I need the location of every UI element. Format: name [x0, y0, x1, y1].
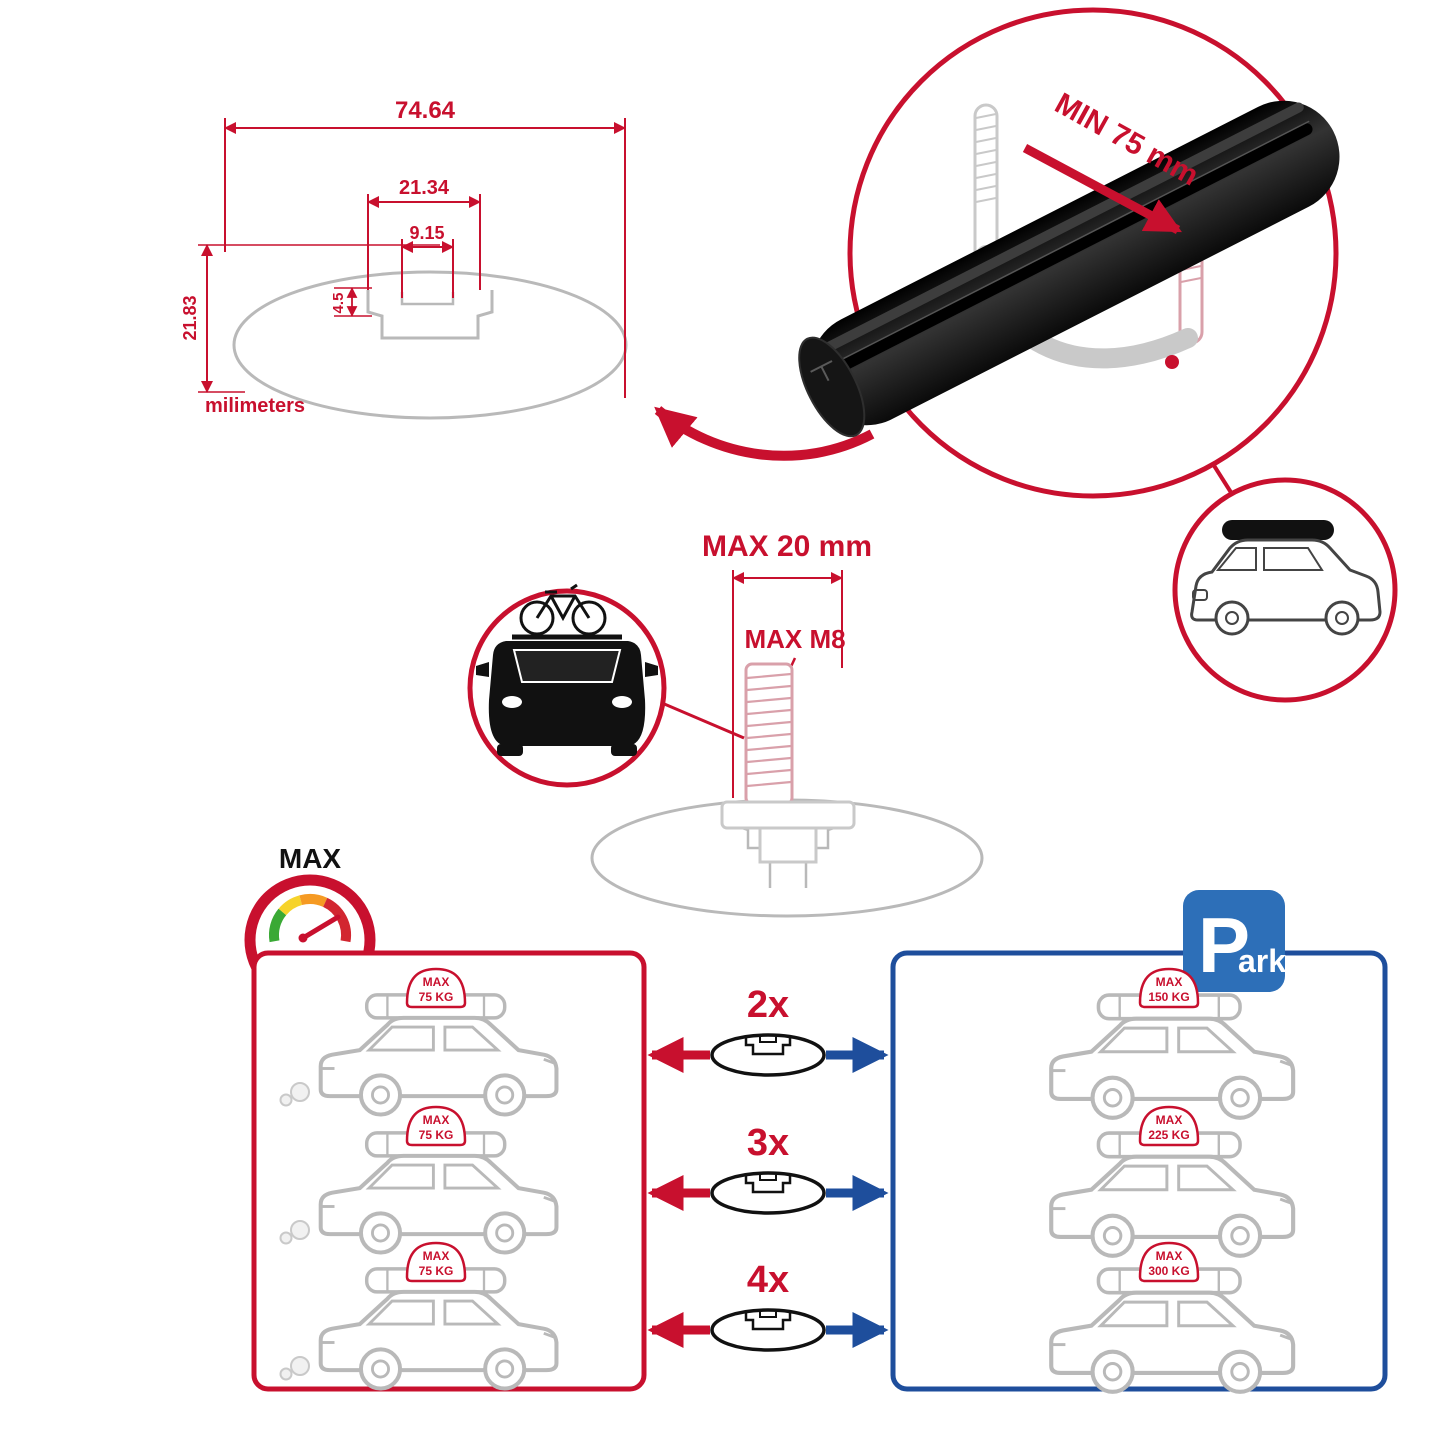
car-row: MAX 150 KG [1051, 967, 1293, 1118]
dim-height: 21.83 [180, 295, 200, 340]
badge-max: MAX [1156, 975, 1183, 989]
badge-max: MAX [1156, 1113, 1183, 1127]
fixing-point-dot [1165, 355, 1179, 369]
driving-cars: MAX 75 KG MAX 75 KG MAX 75 KG [279, 967, 557, 1389]
dimension-lines [198, 118, 626, 398]
car-row: MAX 300 KG [1051, 1241, 1293, 1392]
crossbar-3d-view: MIN 75 mm [798, 7, 1398, 703]
dim-slot-width: 9.15 [409, 223, 444, 243]
circle-connector [1211, 462, 1234, 496]
multiplier-row: 4x [647, 1259, 889, 1352]
crossbar-dimensions-diagram: 74.64 21.34 9.15 4.5 21.83 milimeters [180, 97, 628, 420]
badge-max: MAX [1156, 1249, 1183, 1263]
bike-circle-leader [661, 701, 745, 740]
crossbar-profile-icon [710, 1033, 826, 1077]
car-row: MAX 225 KG [1051, 1105, 1293, 1256]
bolt-max-length-label: MAX 20 mm [702, 530, 872, 563]
bolt-icon [720, 662, 856, 864]
exhaust-smoke-icon [279, 1220, 310, 1245]
multiplier-label: 4x [747, 1259, 789, 1301]
car-row: MAX 75 KG [279, 1241, 557, 1389]
roofbox-badge: MAX 300 KG [1138, 1241, 1200, 1283]
min-span-arrow [1022, 144, 1182, 234]
park-sign-initial: P [1198, 901, 1250, 989]
exhaust-smoke-icon [279, 1356, 310, 1381]
multiplier-label: 3x [747, 1122, 789, 1164]
badge-weight: 75 KG [419, 1128, 454, 1142]
parked-cars: MAX 150 KG MAX 225 KG MAX 300 KG [1051, 967, 1293, 1392]
multiplier-row: 3x [647, 1122, 889, 1215]
roofbox-badge: MAX 75 KG [405, 967, 467, 1009]
badge-max: MAX [423, 1113, 450, 1127]
bolt-max-thread-label: MAX M8 [744, 624, 845, 654]
bike-icon [519, 583, 607, 636]
badge-weight: 225 KG [1148, 1128, 1189, 1142]
dim-total-width: 74.64 [395, 97, 456, 124]
badge-weight: 150 KG [1148, 990, 1189, 1004]
speed-max-label: MAX [279, 843, 342, 874]
exhaust-smoke-icon [279, 1082, 310, 1107]
roofbox-badge: MAX 150 KG [1138, 967, 1200, 1009]
bolt-dimension-lines [732, 570, 843, 798]
gauge-needle [300, 914, 341, 941]
crossbar-profile-icon [710, 1171, 826, 1215]
roofbox-badge: MAX 75 KG [405, 1105, 467, 1147]
roofbox-badge: MAX 75 KG [405, 1241, 467, 1283]
t-channel-profile [366, 290, 494, 340]
crossbar-profile-icon [710, 1308, 826, 1352]
multiplier-rows: 2x 3x 4x [647, 984, 889, 1352]
multiplier-label: 2x [747, 984, 789, 1026]
park-sign-rest: ark [1238, 943, 1286, 979]
badge-max: MAX [423, 1249, 450, 1263]
suv-with-roofbox-icon [1172, 477, 1398, 703]
crossbar-bar [798, 100, 1340, 438]
dim-slot-depth: 4.5 [330, 293, 347, 314]
badge-max: MAX [423, 975, 450, 989]
dim-channel-width: 21.34 [399, 177, 450, 199]
roofbox-badge: MAX 225 KG [1138, 1105, 1200, 1147]
badge-weight: 300 KG [1148, 1264, 1189, 1278]
zoom-arrow [654, 406, 875, 461]
badge-weight: 75 KG [419, 1264, 454, 1278]
bolt-spec: MAX 20 mm MAX M8 [467, 530, 984, 918]
unit-label: milimeters [205, 395, 305, 417]
badge-weight: 75 KG [419, 990, 454, 1004]
park-sign: P ark [1183, 890, 1286, 992]
car-row: MAX 75 KG [279, 967, 557, 1115]
multiplier-row: 2x [647, 984, 889, 1077]
car-with-bike-icon [467, 583, 667, 788]
car-row: MAX 75 KG [279, 1105, 557, 1253]
